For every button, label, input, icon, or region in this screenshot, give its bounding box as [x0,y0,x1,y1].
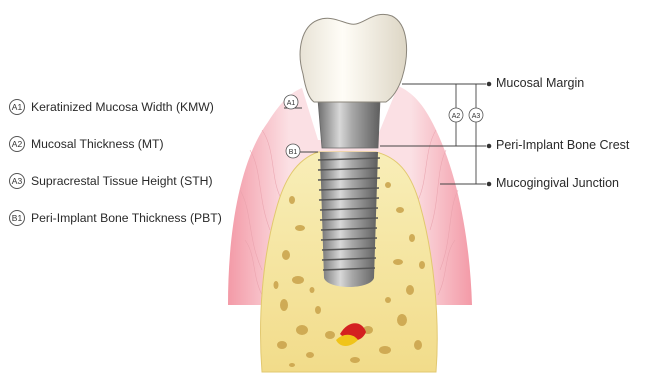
legend-badge: B1 [9,210,25,226]
legend-item-kmw: A1 Keratinized Mucosa Width (KMW) [9,96,249,117]
svg-text:B1: B1 [289,149,298,156]
legend-badge: A2 [9,136,25,152]
legend-badge: A1 [9,99,25,115]
legend-item-pbt: B1 Peri-Implant Bone Thickness (PBT) [9,207,249,228]
legend-item-mt: A2 Mucosal Thickness (MT) [9,133,249,154]
legend-item-sth: A3 Supracrestal Tissue Height (STH) [9,170,249,191]
abutment [318,100,380,148]
legend-text: Keratinized Mucosa Width (KMW) [31,100,214,114]
label-mucosal-margin: Mucosal Margin [496,76,584,90]
legend-text: Peri-Implant Bone Thickness (PBT) [31,211,222,225]
label-bullets [487,82,492,187]
svg-text:A2: A2 [452,113,461,120]
legend-badge: A3 [9,173,25,189]
legend: A1 Keratinized Mucosa Width (KMW) A2 Muc… [9,96,249,244]
marker-a3: A3 [469,108,483,122]
svg-text:A3: A3 [472,113,481,120]
svg-text:A1: A1 [287,100,296,107]
legend-text: Supracrestal Tissue Height (STH) [31,174,213,188]
implant-fixture [318,152,380,287]
marker-b1: B1 [286,144,300,158]
marker-a2: A2 [449,108,463,122]
crown [300,14,406,102]
marker-a1: A1 [284,95,298,109]
label-bone-crest: Peri-Implant Bone Crest [496,138,629,152]
label-mucogingival-junction: Mucogingival Junction [496,176,619,190]
legend-text: Mucosal Thickness (MT) [31,137,164,151]
